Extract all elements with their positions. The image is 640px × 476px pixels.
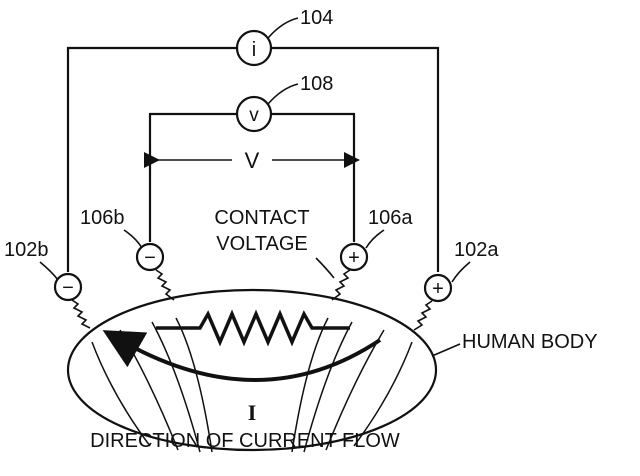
leader-human-body [431,343,461,357]
contact-voltage-label-line1: CONTACT [214,207,309,229]
ref-106a: 106a [368,207,413,229]
voltmeter: v [235,95,273,133]
human-body-outline [66,288,438,452]
body-resistor [156,309,350,347]
outer-current-loop [66,46,440,272]
contact-voltage-label-line2: VOLTAGE [216,233,308,255]
ammeter: i [235,29,273,67]
electrode-106a: + [339,242,369,272]
ref-104: 104 [300,7,333,29]
ammeter-symbol: i [252,39,256,61]
leader-102b [39,261,59,281]
human-body-label: HUMAN BODY [462,331,598,353]
ref-102b: 102b [4,239,49,261]
ref-102a: 102a [454,239,499,261]
leader-contact-voltage [315,257,335,279]
inner-voltage-loop [148,112,356,242]
ref-108: 108 [300,73,333,95]
electrode-102b-sign: − [62,277,74,299]
leader-104 [267,17,299,39]
electrode-106b: − [135,242,165,272]
contact-resistances [71,269,433,331]
electrode-106b-sign: − [144,247,156,269]
ref-106b: 106b [80,207,125,229]
current-symbol: I [248,400,257,425]
leader-108 [267,83,299,105]
voltage-span-indicator: V [144,148,360,173]
electrode-102b: − [53,272,83,302]
electrode-102a: + [423,273,453,303]
voltmeter-symbol: v [249,105,259,126]
leader-106b [123,229,143,249]
electrode-102a-sign: + [432,278,444,300]
leader-106a [365,229,385,249]
leader-102a [451,261,471,283]
voltage-span-label: V [245,148,260,173]
current-flow-arrow [102,330,382,382]
current-direction-label: DIRECTION OF CURRENT FLOW [90,430,400,452]
electrode-106a-sign: + [348,247,360,269]
